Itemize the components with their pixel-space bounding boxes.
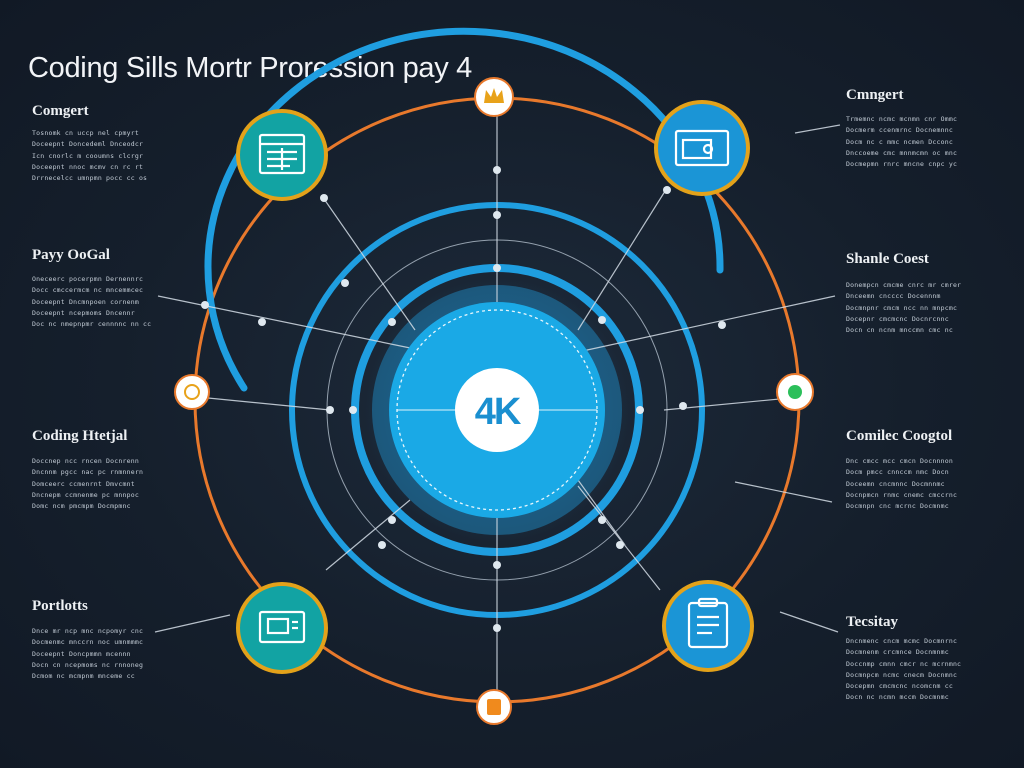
small-node-top[interactable]	[474, 77, 514, 117]
crown-icon	[484, 88, 504, 103]
section-note: Tosnomk cn uccp nel cpmyrt Doceepnt Donc…	[32, 129, 148, 183]
section-label: Payy OoGal	[32, 247, 110, 263]
clipboard-icon	[687, 597, 729, 649]
monitor-icon	[674, 129, 730, 167]
center-label: 4K	[475, 391, 522, 433]
section-label: Tecsitay	[846, 614, 898, 630]
section-note: Dncnmenc cncm mcmc Docmnrnc Docmnenm crc…	[846, 637, 962, 702]
section-note: Donempcn cmcme cnrc mr cmrer Dnceemn cnc…	[846, 281, 962, 335]
section-note: Trmemnc ncmc mcnmn cnr Ommc Docmerm ccen…	[846, 115, 958, 169]
node-top-right[interactable]	[654, 100, 750, 196]
section-label: Coding Htetjal	[32, 428, 128, 444]
screen-icon	[258, 610, 306, 644]
small-node-right[interactable]	[776, 373, 814, 411]
node-bottom-left[interactable]	[236, 582, 328, 674]
shield-icon	[788, 385, 802, 399]
document-orange-icon	[487, 699, 501, 715]
section-note: Doccnep ncc rncen Docnrenn Dncnnm pgcc n…	[32, 457, 144, 511]
page-title: Coding Sills Mortr Proression pay 4	[28, 52, 473, 84]
section-label: Cmngert	[846, 87, 904, 103]
node-top-left[interactable]	[236, 109, 328, 201]
center-badge	[455, 368, 539, 452]
section-label: Comilec Coogtol	[846, 428, 953, 444]
section-note: Dnce mr ncp mnc ncpomyr cnc Docmenmc mnc…	[32, 627, 144, 681]
small-node-left[interactable]	[174, 374, 210, 410]
section-note: Oneceerc pocerpmn Dernennrc Docc cmccerm…	[32, 275, 152, 329]
badge-icon	[184, 384, 200, 400]
section-label: Shanle Coest	[846, 251, 929, 267]
node-bottom-right[interactable]	[662, 580, 754, 672]
document-icon	[258, 133, 306, 175]
small-node-bottom[interactable]	[476, 689, 512, 725]
section-note: Dnc cmcc mcc cmcn Docnnnon Docm pmcc cnn…	[846, 457, 958, 511]
section-label: Comgert	[32, 103, 89, 119]
section-label: Portlotts	[32, 598, 88, 614]
